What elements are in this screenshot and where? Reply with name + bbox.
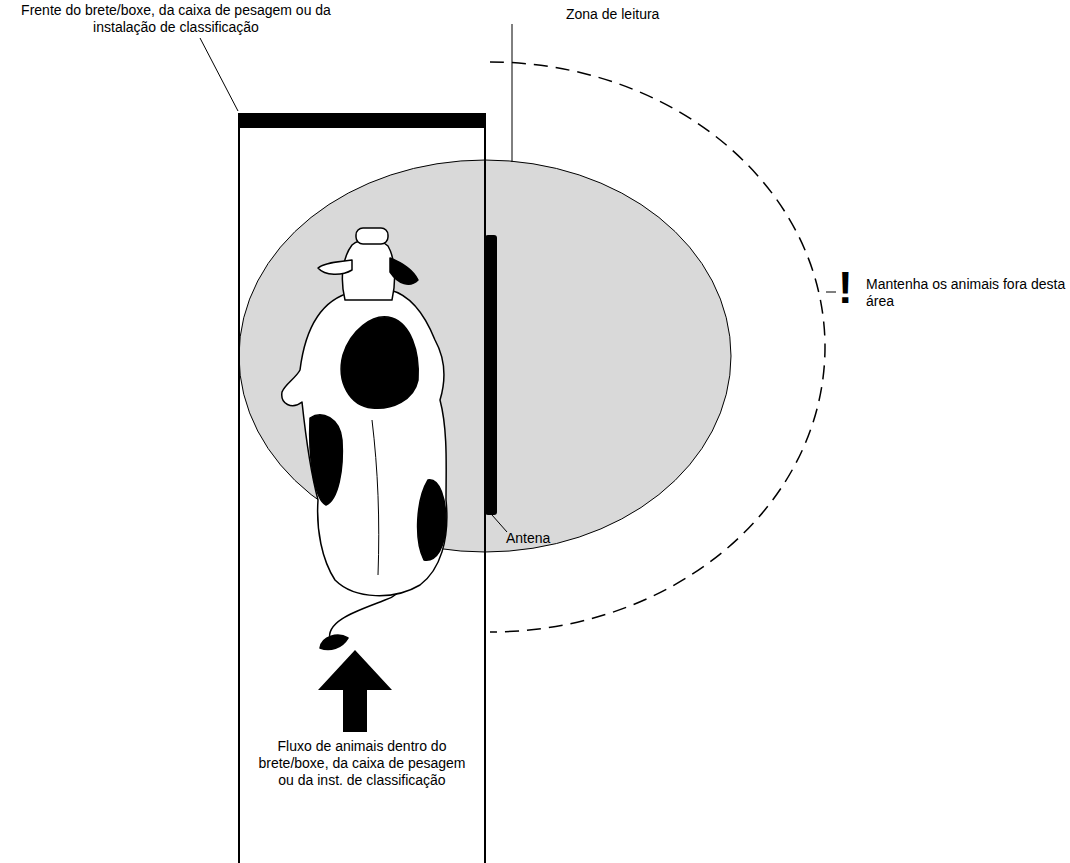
leader-line [512,24,513,162]
front-bar [238,113,485,128]
antenna [485,235,497,515]
warning-mark: ! [838,266,858,310]
flow-note: Fluxo de animais dentro do brete/boxe, d… [255,738,469,789]
keep-out-boundary [490,62,825,632]
front-label: Frente do brete/boxe, da caixa de pesage… [0,2,352,36]
flow-arrow [318,650,392,732]
antenna-label: Antena [506,530,586,547]
cow [282,228,447,650]
leader-line [826,292,836,293]
chute-box: Fluxo de animais dentro do brete/boxe, d… [238,113,486,863]
leader-line [200,38,238,111]
warning-note: Mantenha os animais fora desta área [866,276,1066,310]
leader-line [492,515,507,532]
zone-label: Zona de leitura [566,6,726,23]
